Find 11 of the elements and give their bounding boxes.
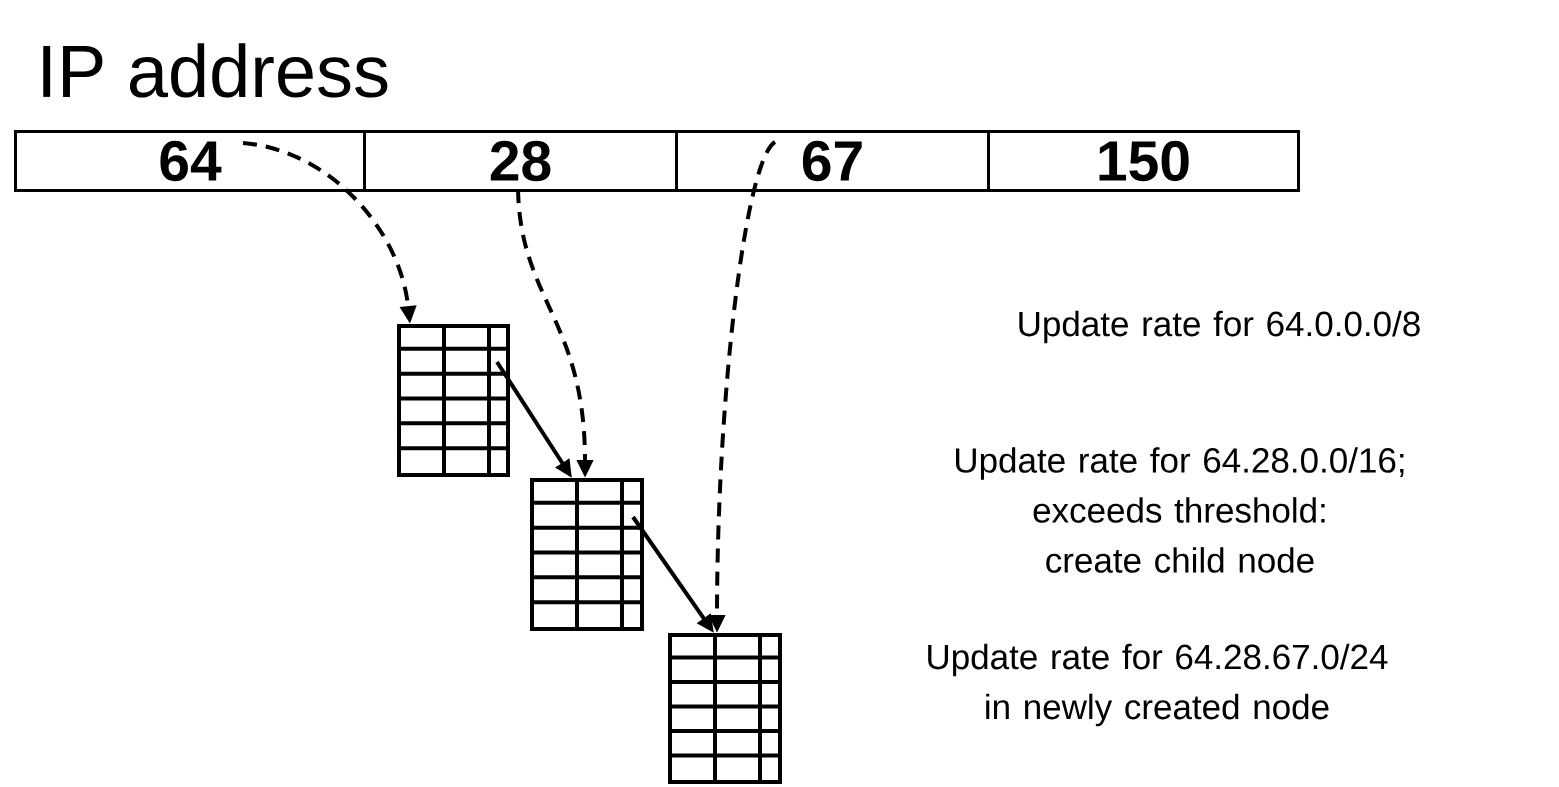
- note-text: Update rate for 64.28.0.0/16; exceeds threshold: create child node: [956, 447, 1404, 573]
- octet-cell: 64: [14, 130, 366, 192]
- octet-cell: 67: [675, 130, 990, 192]
- note-text: Update rate for 64.28.67.0/24 in newly created node: [928, 643, 1388, 727]
- table-drawing: [530, 478, 644, 631]
- octet-cell: 28: [363, 130, 678, 192]
- octet-cell: 150: [987, 130, 1300, 192]
- note-text: Update rate for 64.0.0.0/8: [1019, 310, 1420, 344]
- table-drawing: [668, 633, 782, 784]
- node-label: IP address: [43, 43, 388, 98]
- table-drawing: [397, 324, 510, 477]
